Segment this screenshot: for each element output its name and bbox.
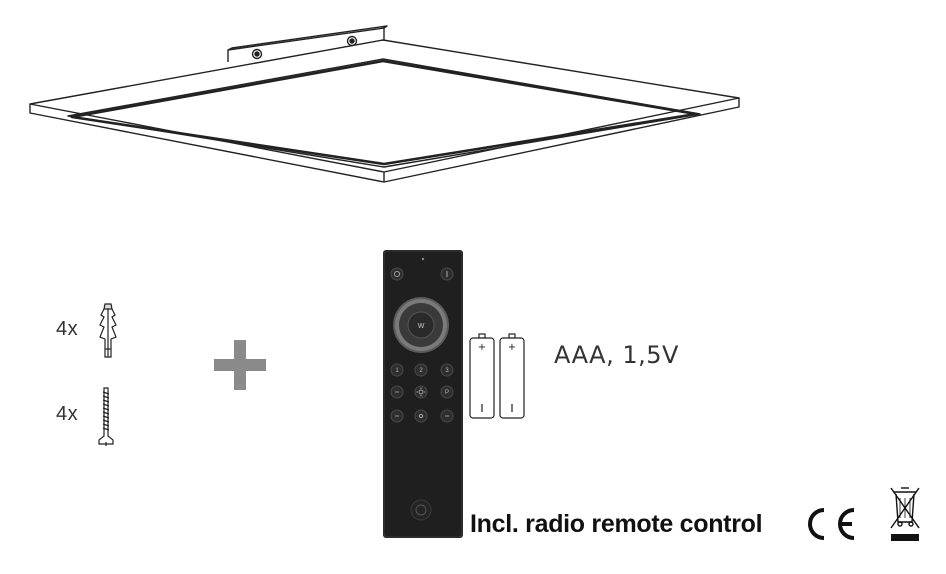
- remote-button-2: 2: [419, 368, 423, 374]
- radio-remote-control: W 1 2 3 P: [383, 250, 463, 538]
- battery-spec-label: AAA, 1,5V: [554, 341, 679, 369]
- wall-dowel-icon: [99, 303, 117, 358]
- remote-button-w: W: [418, 323, 425, 330]
- ceiling-panel-light: [29, 25, 740, 183]
- power-button-icon: [390, 267, 404, 281]
- remote-caption: Incl. radio remote control: [470, 510, 763, 538]
- weee-bin-icon: [890, 487, 920, 541]
- ce-mark-icon: [808, 508, 855, 540]
- screw-quantity: 4x: [56, 403, 79, 425]
- remote-button-3: 3: [445, 368, 449, 374]
- remote-button-1: 1: [395, 368, 399, 374]
- battery-plus-right: +: [508, 342, 516, 353]
- aaa-batteries-icon: + +: [469, 333, 525, 419]
- screw-icon: [98, 387, 114, 446]
- plus-icon: [214, 340, 266, 390]
- battery-plus-left: +: [478, 342, 486, 353]
- remote-button-p: P: [445, 390, 449, 396]
- standby-button-icon: [440, 267, 454, 281]
- dowel-quantity: 4x: [56, 318, 79, 340]
